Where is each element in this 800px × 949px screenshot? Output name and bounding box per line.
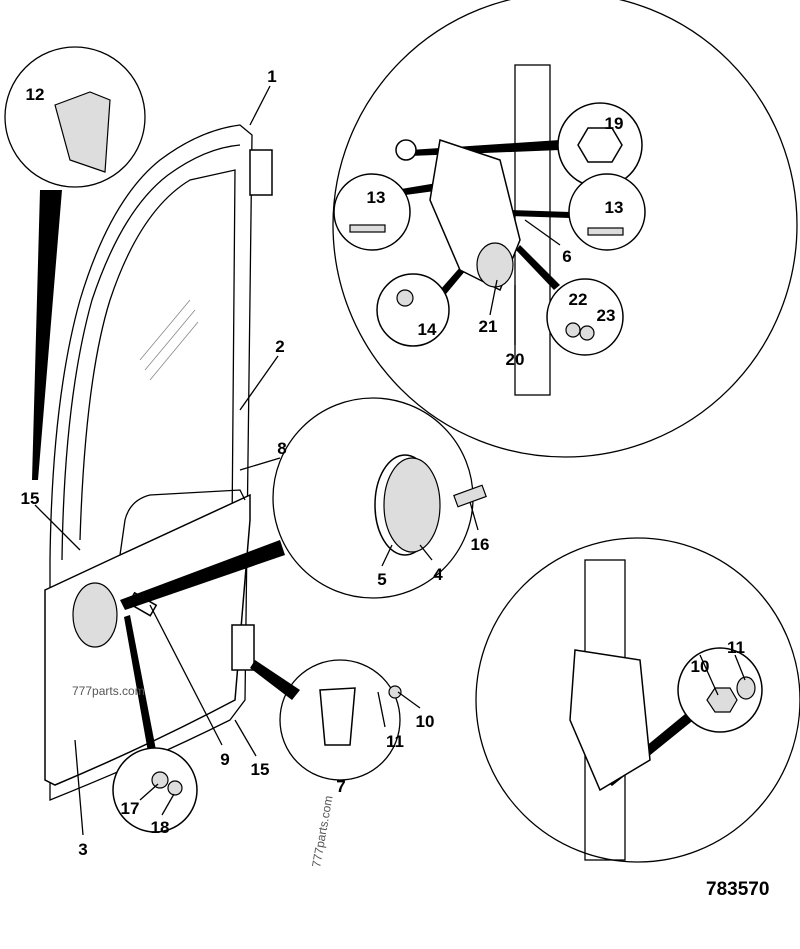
nut-10	[388, 685, 402, 699]
callout-10: 10	[691, 657, 710, 676]
detail-circle-12	[4, 46, 146, 188]
washer-22	[565, 322, 581, 338]
detail-circles	[4, 0, 800, 863]
leader-lines	[34, 85, 746, 836]
nut-19	[577, 127, 623, 163]
key-16	[453, 484, 487, 508]
detail-circle-17-18	[112, 747, 198, 833]
callout-12: 12	[26, 85, 45, 104]
callout-1: 1	[267, 67, 276, 86]
pointer-17	[124, 615, 156, 752]
bolt-13a	[349, 224, 386, 233]
callout-8: 8	[277, 439, 286, 458]
watermark: 777parts.com	[72, 684, 145, 698]
callout-22: 22	[569, 290, 588, 309]
callout-10: 10	[416, 712, 435, 731]
callout-11: 11	[727, 638, 745, 657]
callout-2: 2	[275, 337, 284, 356]
callout-13: 13	[605, 198, 624, 217]
callout-21: 21	[479, 317, 498, 336]
pointer-lock	[120, 540, 285, 610]
rotary-latch	[476, 242, 514, 288]
door-handle-bar	[119, 489, 246, 556]
pointer-14	[440, 265, 466, 294]
pointer-12	[32, 190, 62, 480]
striker-mechanism	[569, 649, 651, 792]
door-frame	[49, 124, 253, 801]
callout-23: 23	[597, 306, 616, 325]
callout-16: 16	[471, 535, 490, 554]
hinge-7	[319, 687, 356, 746]
callout-17: 17	[121, 799, 140, 818]
washer-11b	[736, 676, 756, 700]
callout-20: 20	[506, 350, 525, 369]
door-seal	[61, 144, 241, 561]
detail-circle-13a	[333, 173, 411, 251]
watermark: 777parts.com	[309, 794, 335, 868]
lock-housing	[72, 582, 118, 648]
callout-18: 18	[151, 818, 170, 837]
callout-7: 7	[336, 777, 345, 796]
callout-labels: 1 2 8 15 15 12 3 9 17 18 16 5 4 7 11 10 …	[21, 67, 745, 859]
pointer-hinge	[250, 660, 300, 700]
callout-4: 4	[433, 565, 443, 584]
callout-15: 15	[251, 760, 270, 779]
nut-23	[579, 325, 595, 341]
callout-5: 5	[377, 570, 386, 589]
detail-circle-hinge	[279, 659, 401, 781]
door-glass	[79, 169, 236, 541]
callout-3: 3	[78, 840, 87, 859]
callout-9: 9	[220, 750, 229, 769]
callout-13: 13	[367, 188, 386, 207]
hinge-lower	[231, 624, 255, 671]
washer-18	[167, 780, 183, 796]
pointer-19	[410, 140, 560, 156]
detail-circle-14	[376, 273, 450, 347]
pointer-22	[516, 245, 560, 290]
detail-circle-striker	[475, 537, 800, 863]
nut-17	[151, 771, 169, 789]
leader-pointers	[32, 140, 696, 786]
callout-6: 6	[562, 247, 571, 266]
door-assembly	[44, 124, 273, 801]
part-12-catch	[54, 91, 111, 173]
hinge-upper	[249, 149, 273, 196]
bolt-13b	[587, 227, 624, 236]
callout-15: 15	[21, 489, 40, 508]
nut-19-small	[395, 139, 417, 161]
frame-post	[514, 64, 551, 396]
pointer-13b	[510, 210, 570, 218]
lock-handle-4	[383, 457, 441, 553]
callout-19: 19	[605, 114, 624, 133]
reference-number: 783570	[706, 879, 769, 900]
detail-circle-lock-mechanism	[332, 0, 798, 458]
detail-circle-lock	[272, 397, 474, 599]
screw-14	[396, 289, 414, 307]
detail-circle-22-23	[546, 278, 624, 356]
callout-14: 14	[418, 320, 437, 339]
callout-11: 11	[386, 732, 404, 751]
